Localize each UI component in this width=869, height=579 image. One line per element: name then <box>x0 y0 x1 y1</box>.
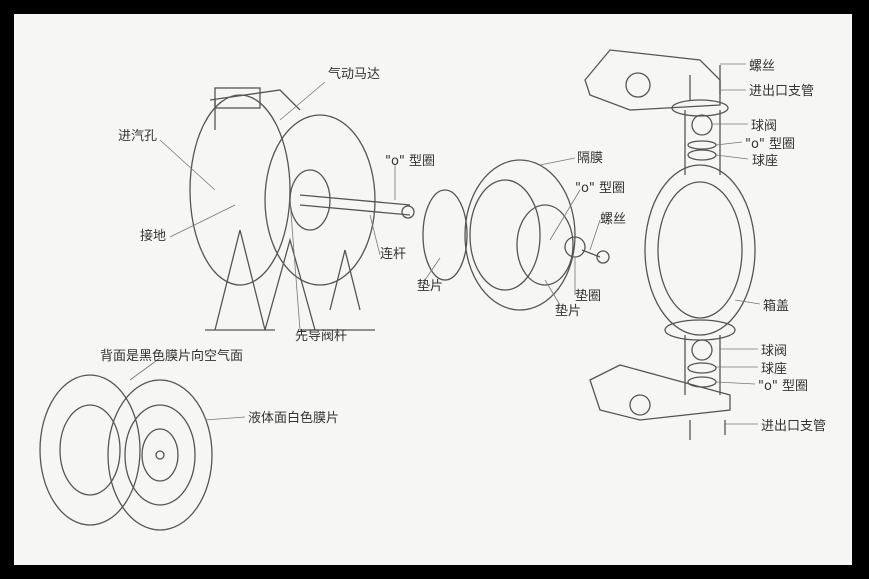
label-washer: 垫圈 <box>575 289 602 304</box>
label-o-ring-motor: "o" 型圈 <box>385 154 436 169</box>
label-back-black-diaphragm: 背面是黑色膜片向空气面 <box>100 349 244 364</box>
label-manifold-top: 进出口支管 <box>749 84 815 99</box>
label-ground: 接地 <box>140 229 167 244</box>
label-ball-valve-top: 球阀 <box>751 119 778 134</box>
label-connecting-rod: 连杆 <box>380 247 407 262</box>
diaphragms-drawing <box>39 374 213 531</box>
label-screw-top: 螺丝 <box>749 59 776 74</box>
diaphragm-assembly-drawing <box>422 159 610 311</box>
pump-exploded-diagram: 气动马达 进汽孔 "o" 型圈 接地 连杆 先导阀杆 隔膜 "o" 型圈 螺丝 … <box>14 14 852 565</box>
label-o-ring-diaphragm: "o" 型圈 <box>575 181 626 196</box>
pump-body-drawing <box>584 49 756 440</box>
label-diaphragm: 隔膜 <box>577 151 604 166</box>
label-liquid-white-diaphragm: 液体面白色膜片 <box>248 411 340 426</box>
label-ball-valve-bottom: 球阀 <box>761 344 788 359</box>
label-air-inlet: 进汽孔 <box>118 129 158 144</box>
label-ball-seat-top: 球座 <box>752 154 779 169</box>
label-manifold-bottom: 进出口支管 <box>761 419 827 434</box>
label-gasket-mid: 垫片 <box>555 304 582 319</box>
label-ball-seat-bottom: 球座 <box>761 362 788 377</box>
label-screw-diaphragm: 螺丝 <box>600 212 627 227</box>
label-gasket-left: 垫片 <box>417 279 444 294</box>
leader-lines <box>129 63 761 425</box>
pump-drawing <box>39 49 761 531</box>
label-o-ring-bottom: "o" 型圈 <box>758 379 809 394</box>
label-o-ring-top: "o" 型圈 <box>745 137 796 152</box>
label-air-motor: 气动马达 <box>328 67 381 82</box>
air-motor-drawing <box>189 87 415 331</box>
label-pilot-valve-rod: 先导阀杆 <box>295 329 348 344</box>
label-housing-cover: 箱盖 <box>763 299 790 314</box>
